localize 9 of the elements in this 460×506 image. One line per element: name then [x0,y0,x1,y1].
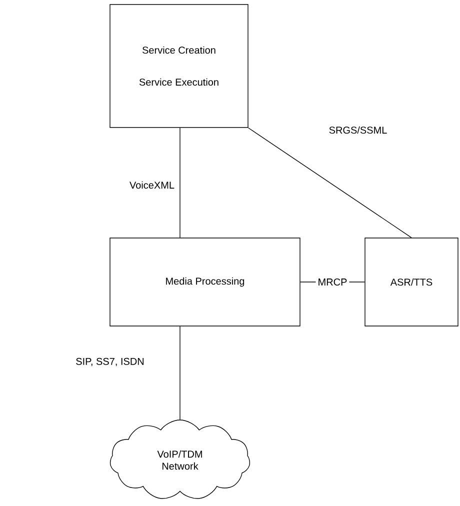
edge-label: MRCP [316,276,350,288]
connector-line [248,128,412,238]
process-box: ASR/TTS [364,238,458,326]
edge-label: SRGS/SSML [329,126,387,134]
process-box: Media Processing [110,238,300,326]
edge-label: SIP, SS7, ISDN [76,358,144,366]
edge-label: VoiceXML [130,181,174,189]
network-cloud: VoIP/TDM Network [110,420,250,499]
process-box: Service Creation Service Execution [110,4,248,128]
